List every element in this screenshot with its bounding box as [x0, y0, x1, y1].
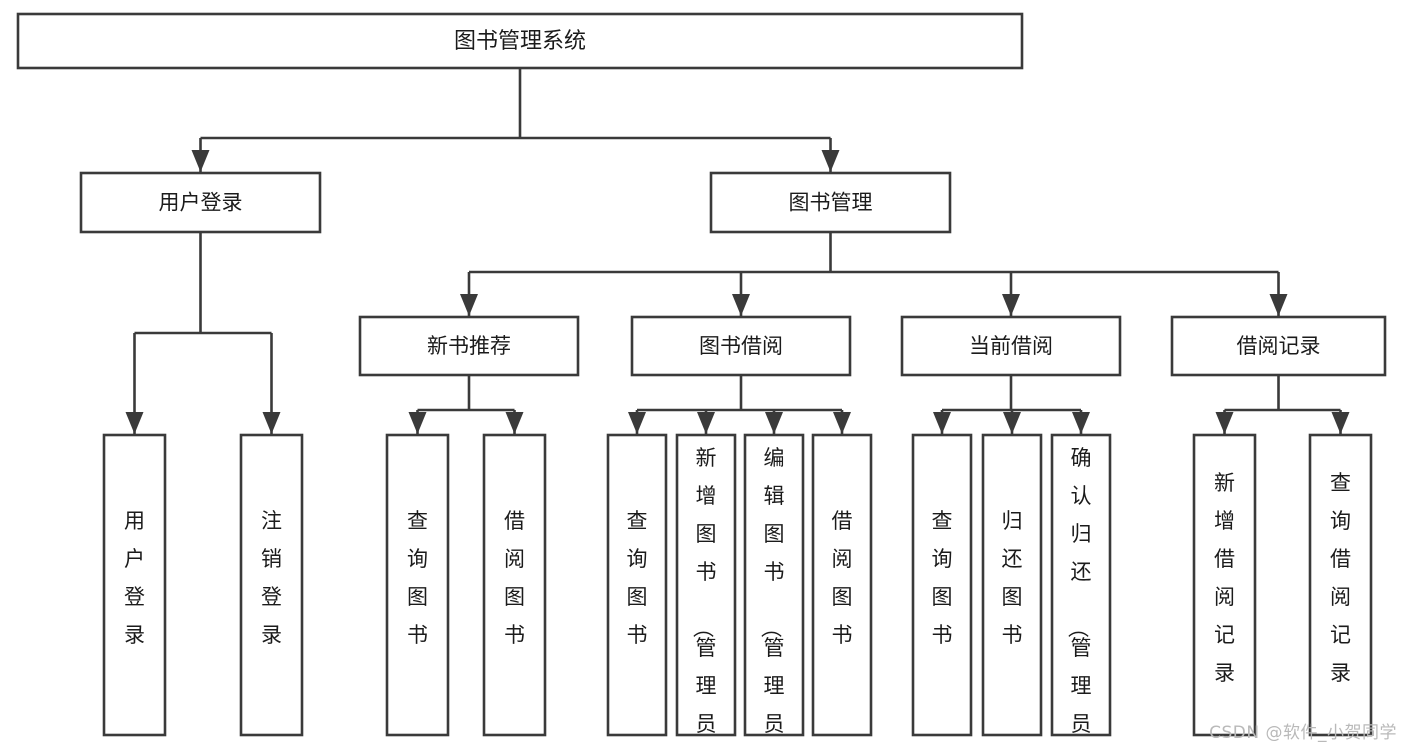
- node-label: 新书推荐: [427, 334, 511, 358]
- node-box: [606, 433, 668, 737]
- arrow-head-icon: [833, 412, 851, 434]
- leaf-node-label: 编辑图书（管理员）: [759, 446, 785, 747]
- leaf-node-4[interactable]: 查询图书: [606, 433, 668, 737]
- node-root-图书管理系统[interactable]: 图书管理系统: [16, 12, 1024, 70]
- arrow-head-icon: [262, 412, 281, 434]
- node-level3-3[interactable]: 借阅记录: [1170, 315, 1387, 377]
- arrow-head-icon: [1215, 412, 1234, 434]
- arrow-head-icon: [732, 294, 750, 316]
- arrow-head-icon: [125, 412, 144, 434]
- leaf-node-label: 借阅图书: [504, 509, 525, 647]
- node-box: [385, 433, 450, 737]
- leaf-node-7[interactable]: 借阅图书: [811, 433, 873, 737]
- leaf-node-11[interactable]: 新增借阅记录: [1192, 433, 1257, 737]
- arrow-head-icon: [408, 412, 427, 434]
- node-box: [1308, 433, 1373, 737]
- arrow-head-icon: [765, 412, 783, 434]
- arrow-head-icon: [1072, 412, 1090, 434]
- arrow-head-icon: [1269, 294, 1288, 316]
- node-box: [482, 433, 547, 737]
- leaf-node-6[interactable]: 编辑图书（管理员）: [743, 433, 805, 747]
- node-label: 图书管理系统: [454, 29, 586, 54]
- node-box: [102, 433, 167, 737]
- leaf-node-label: 查询借阅记录: [1330, 471, 1351, 685]
- leaf-node-5[interactable]: 新增图书（管理员）: [675, 433, 737, 747]
- node-level2-1[interactable]: 图书管理: [709, 171, 952, 234]
- node-level3-2[interactable]: 当前借阅: [900, 315, 1122, 377]
- connector-layer: [125, 68, 1350, 434]
- arrow-head-icon: [1331, 412, 1350, 434]
- leaf-node-12[interactable]: 查询借阅记录: [1308, 433, 1373, 737]
- node-box: [1050, 433, 1112, 737]
- node-label: 用户登录: [159, 191, 243, 215]
- node-box: [630, 315, 852, 377]
- leaf-node-9[interactable]: 归还图书: [981, 433, 1043, 737]
- arrow-head-icon: [191, 150, 210, 172]
- leaf-node-label: 查询图书: [932, 509, 953, 647]
- arrow-head-icon: [505, 412, 524, 434]
- leaf-node-label: 借阅图书: [832, 509, 853, 647]
- node-box: [811, 433, 873, 737]
- leaf-node-label: 用户登录: [124, 509, 145, 647]
- node-label: 图书管理: [789, 191, 873, 215]
- leaf-node-1[interactable]: 注销登录: [239, 433, 304, 737]
- leaf-node-label: 查询图书: [627, 509, 648, 647]
- node-label: 图书借阅: [699, 334, 783, 358]
- leaf-node-label: 查询图书: [407, 509, 428, 647]
- node-box: [675, 433, 737, 737]
- node-box: [743, 433, 805, 737]
- leaf-node-label: 确认归还（管理员）: [1066, 446, 1092, 747]
- leaf-node-0[interactable]: 用户登录: [102, 433, 167, 737]
- leaf-node-2[interactable]: 查询图书: [385, 433, 450, 737]
- node-box: [358, 315, 580, 377]
- arrow-head-icon: [1002, 294, 1020, 316]
- leaf-node-label: 新增借阅记录: [1214, 471, 1235, 685]
- leaf-node-10[interactable]: 确认归还（管理员）: [1050, 433, 1112, 747]
- node-box: [911, 433, 973, 737]
- node-level3-1[interactable]: 图书借阅: [630, 315, 852, 377]
- arrow-head-icon: [628, 412, 646, 434]
- arrow-head-icon: [933, 412, 951, 434]
- node-box: [1192, 433, 1257, 737]
- leaf-node-label: 归还图书: [1002, 509, 1023, 647]
- node-box: [79, 171, 322, 234]
- arrow-head-icon: [821, 150, 840, 172]
- leaf-node-label: 新增图书（管理员）: [691, 446, 717, 747]
- node-box: [1170, 315, 1387, 377]
- node-level2-0[interactable]: 用户登录: [79, 171, 322, 234]
- node-box: [900, 315, 1122, 377]
- arrow-head-icon: [1003, 412, 1021, 434]
- node-box: [709, 171, 952, 234]
- leaf-node-label: 注销登录: [261, 509, 282, 647]
- watermark-text: CSDN @软件_小贺同学: [1209, 723, 1397, 743]
- node-label: 当前借阅: [969, 334, 1053, 358]
- arrow-head-icon: [697, 412, 715, 434]
- node-box: [239, 433, 304, 737]
- arrow-head-icon: [460, 294, 478, 316]
- node-level3-0[interactable]: 新书推荐: [358, 315, 580, 377]
- leaf-node-3[interactable]: 借阅图书: [482, 433, 547, 737]
- leaf-node-8[interactable]: 查询图书: [911, 433, 973, 737]
- node-box: [16, 12, 1024, 70]
- node-box: [981, 433, 1043, 737]
- node-label: 借阅记录: [1237, 334, 1321, 358]
